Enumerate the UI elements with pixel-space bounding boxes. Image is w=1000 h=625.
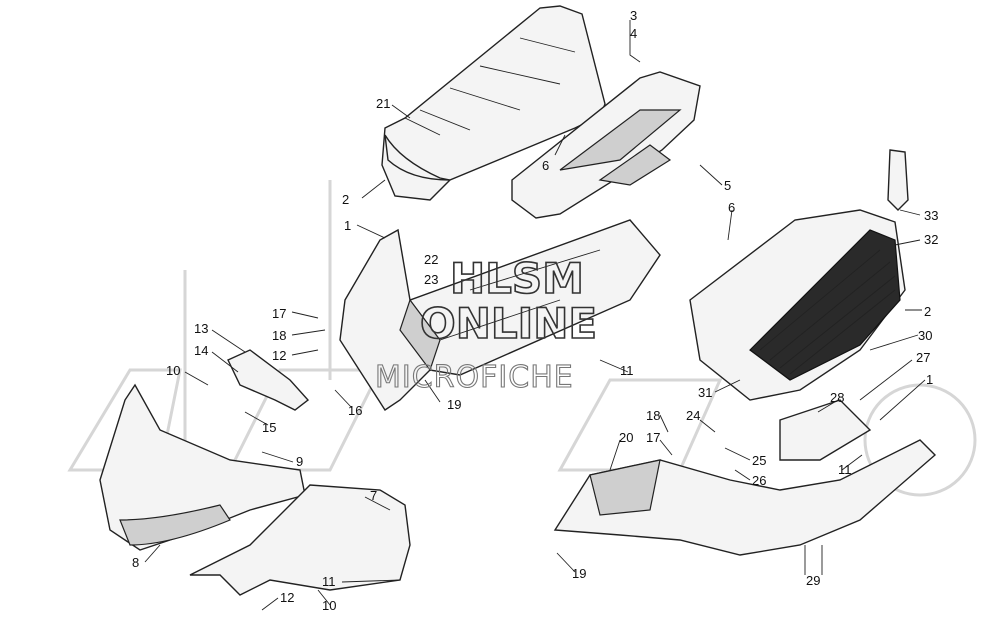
part-center-panel [339, 219, 661, 411]
callout-27: 27 [916, 350, 930, 365]
callout-10b: 10 [322, 598, 336, 613]
callout-6: 6 [542, 158, 549, 173]
callout-33: 33 [924, 208, 938, 223]
watermark-line-1: HLSM [450, 254, 584, 303]
callout-1b: 1 [926, 372, 933, 387]
callout-12b: 12 [280, 590, 294, 605]
leader-lines [144, 20, 926, 611]
callout-2b: 2 [924, 304, 931, 319]
callout-5: 5 [724, 178, 731, 193]
callout-31: 31 [698, 385, 712, 400]
callout-16: 16 [348, 403, 362, 418]
callout-8: 8 [132, 555, 139, 570]
callout-10: 10 [166, 363, 180, 378]
callout-14: 14 [194, 343, 208, 358]
callout-7: 7 [370, 488, 377, 503]
callout-4: 4 [630, 26, 637, 41]
part-skid-plate [189, 484, 411, 596]
callout-22: 22 [424, 252, 438, 267]
callout-28: 28 [830, 390, 844, 405]
callout-labels: 3 4 21 6 2 5 6 33 32 1 22 23 2 30 27 1 1… [132, 8, 938, 613]
part-hood-right [689, 149, 909, 401]
part-lower-right [553, 399, 937, 556]
callout-26: 26 [752, 473, 766, 488]
watermark-line-3: MICROFICHE [375, 360, 574, 395]
callout-30: 30 [918, 328, 932, 343]
background-logo-watermark [67, 180, 977, 497]
callout-2: 2 [342, 192, 349, 207]
callout-13: 13 [194, 321, 208, 336]
callout-21: 21 [376, 96, 390, 111]
callout-24: 24 [686, 408, 700, 423]
callout-19: 19 [447, 397, 461, 412]
callout-9: 9 [296, 454, 303, 469]
callout-6b: 6 [728, 200, 735, 215]
callout-11: 11 [620, 363, 634, 378]
callout-11c: 11 [322, 574, 336, 589]
part-front-nose [99, 383, 306, 551]
callout-20: 20 [619, 430, 633, 445]
callout-18: 18 [272, 328, 286, 343]
callout-23: 23 [424, 272, 438, 287]
watermark: HLSM ONLINE MICROFICHE [374, 253, 597, 395]
callout-18b: 18 [646, 408, 660, 423]
callout-3: 3 [630, 8, 637, 23]
watermark-line-2: ONLINE [420, 299, 597, 348]
callout-29: 29 [806, 573, 820, 588]
callout-19b: 19 [572, 566, 586, 581]
callout-11b: 11 [838, 462, 852, 477]
callout-32: 32 [924, 232, 938, 247]
callout-1: 1 [344, 218, 351, 233]
part-small-bracket [227, 349, 310, 411]
callout-17b: 17 [646, 430, 660, 445]
part-vent-grille [511, 71, 701, 219]
callout-17: 17 [272, 306, 286, 321]
callout-25: 25 [752, 453, 766, 468]
callout-15: 15 [262, 420, 276, 435]
callout-12: 12 [272, 348, 286, 363]
